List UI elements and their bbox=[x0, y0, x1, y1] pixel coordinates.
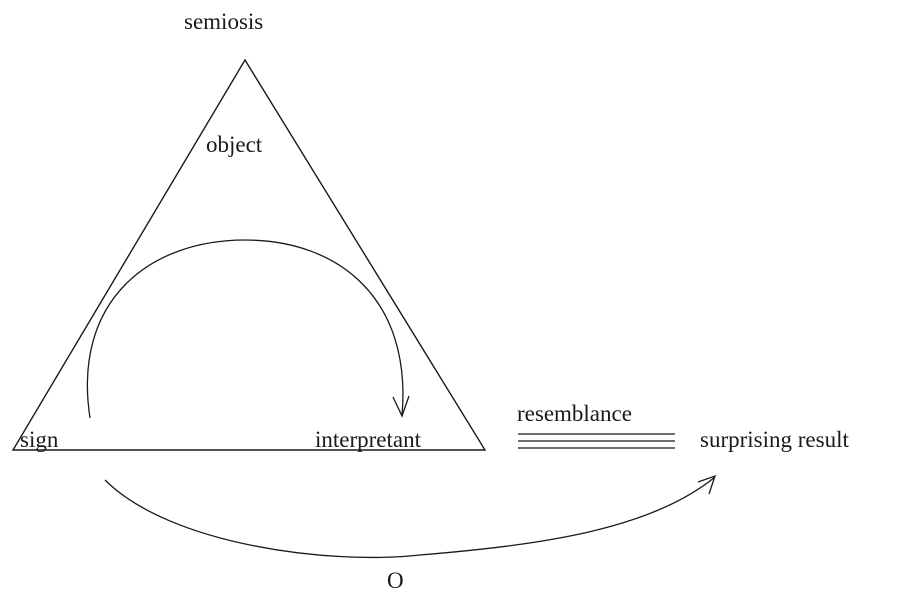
relation-label: resemblance bbox=[517, 401, 632, 426]
semiosis-triangle bbox=[11, 58, 487, 451]
inference-arrowhead bbox=[697, 474, 717, 495]
bottom-label: O bbox=[387, 568, 404, 593]
right-vertex-label: interpretant bbox=[315, 427, 422, 452]
semiosis-cycle-arc bbox=[86, 239, 404, 419]
top-label: semiosis bbox=[184, 9, 264, 34]
semiosis-cycle-arrowhead bbox=[392, 395, 410, 418]
inference-arc bbox=[104, 476, 716, 559]
outcome-label: surprising result bbox=[700, 427, 849, 452]
left-vertex-label: sign bbox=[20, 427, 59, 452]
apex-label: object bbox=[206, 132, 263, 157]
